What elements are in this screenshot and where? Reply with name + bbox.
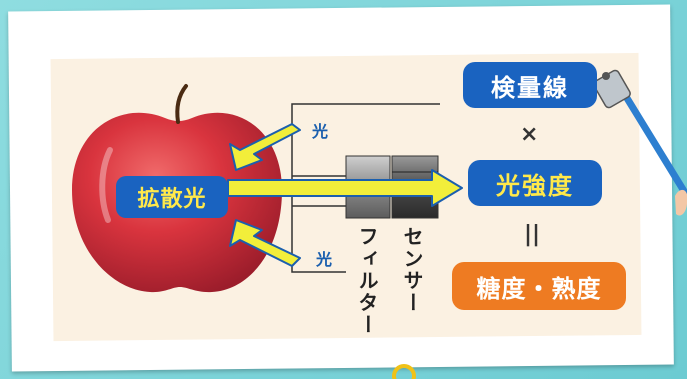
light-label-bottom: 光 <box>316 250 333 269</box>
incoming-light-arrow-bottom <box>229 219 301 267</box>
diffused-light-arrow <box>227 169 463 207</box>
incoming-light-arrow-top <box>229 123 301 171</box>
pointer-stick-icon <box>593 69 687 216</box>
sugar-ripeness-box: 糖度・熟度 <box>452 262 626 310</box>
binder-ring-icon <box>392 364 416 379</box>
sensor-label: センサー <box>400 226 424 314</box>
equals-symbol: || <box>524 222 541 247</box>
filter-label: フィルター <box>355 226 379 336</box>
light-intensity-box: 光強度 <box>468 160 602 206</box>
times-symbol: × <box>520 122 539 147</box>
calibration-curve-box: 検量線 <box>463 62 597 108</box>
light-arrows <box>227 123 463 267</box>
diffused-light-label: 拡散光 <box>116 176 228 218</box>
light-label-top: 光 <box>312 122 329 141</box>
